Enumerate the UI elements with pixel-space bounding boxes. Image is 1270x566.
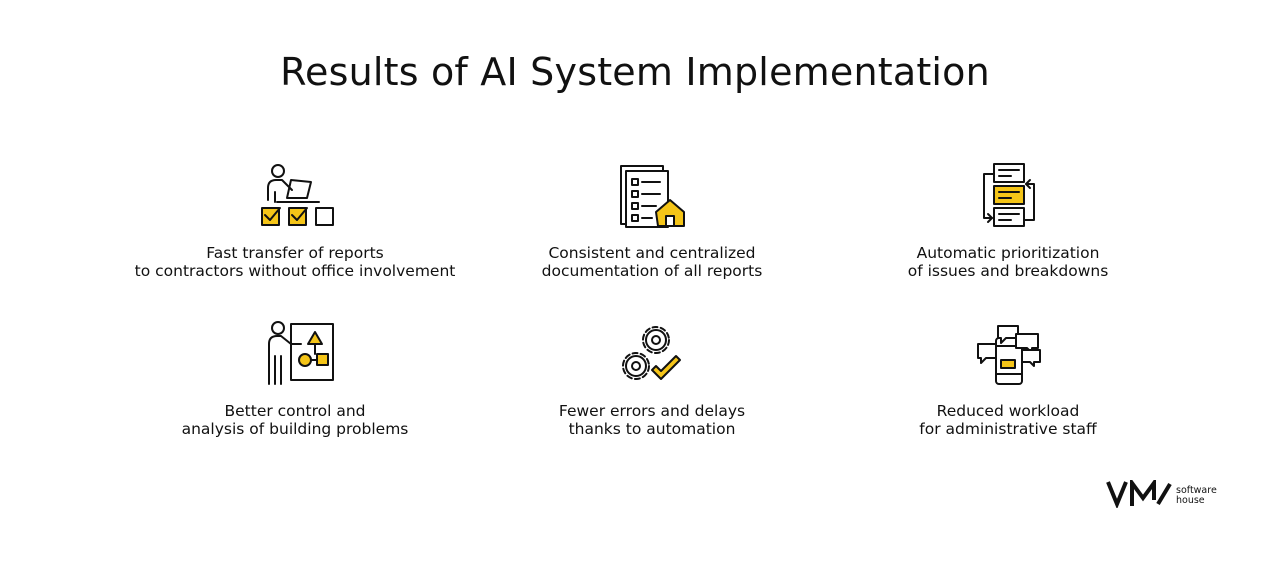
- page-title: Results of AI System Implementation: [280, 46, 990, 98]
- logo-text-line-2: house: [1176, 495, 1205, 506]
- logo-text-line-1: software: [1176, 485, 1217, 496]
- result-item-reduced-workload: Reduced workload for administrative staf…: [828, 320, 1188, 438]
- presenter-shapes-board-icon: [268, 321, 334, 385]
- result-line-1: Consistent and centralized: [548, 244, 756, 262]
- result-item-prioritization: Automatic prioritization of issues and b…: [828, 162, 1188, 280]
- person-desk-checklist-icon: [261, 164, 334, 226]
- result-line-1: Reduced workload: [936, 402, 1080, 420]
- result-label: Consistent and centralized documentation…: [472, 244, 832, 280]
- company-logo: VM software house: [1106, 478, 1226, 512]
- title-wrapper: Results of AI System Implementation: [0, 46, 1270, 98]
- result-label: Automatic prioritization of issues and b…: [828, 244, 1188, 280]
- result-label: Reduced workload for administrative staf…: [828, 402, 1188, 438]
- result-line-2: of issues and breakdowns: [907, 262, 1109, 280]
- result-item-control-analysis: Better control and analysis of building …: [115, 320, 475, 438]
- result-line-2: thanks to automation: [568, 420, 736, 438]
- result-line-1: Fast transfer of reports: [206, 244, 384, 262]
- gears-checkmark-icon: [622, 326, 681, 380]
- result-label: Better control and analysis of building …: [115, 402, 475, 438]
- result-line-1: Fewer errors and delays: [558, 402, 746, 420]
- result-line-2: to contractors without office involvemen…: [134, 262, 456, 280]
- title-rest: System Implementation: [517, 50, 990, 94]
- result-label: Fewer errors and delays thanks to automa…: [472, 402, 832, 438]
- result-item-fewer-errors: Fewer errors and delays thanks to automa…: [472, 320, 832, 438]
- phone-chat-bubbles-icon: [977, 325, 1041, 385]
- result-line-1: Better control and: [224, 402, 366, 420]
- result-item-documentation: Consistent and centralized documentation…: [472, 162, 832, 280]
- result-line-2: documentation of all reports: [541, 262, 763, 280]
- prioritization-cards-icon: [983, 163, 1035, 227]
- result-line-2: analysis of building problems: [181, 420, 409, 438]
- vm-logo-mark: VM: [1106, 480, 1172, 508]
- result-item-fast-transfer: Fast transfer of reports to contractors …: [115, 162, 475, 280]
- result-line-2: for administrative staff: [919, 420, 1097, 438]
- title-highlight: Results of AI: [280, 50, 518, 94]
- result-label: Fast transfer of reports to contractors …: [115, 244, 475, 280]
- documents-house-icon: [620, 165, 685, 228]
- logo-text: software house: [1176, 486, 1217, 506]
- result-line-1: Automatic prioritization: [916, 244, 1100, 262]
